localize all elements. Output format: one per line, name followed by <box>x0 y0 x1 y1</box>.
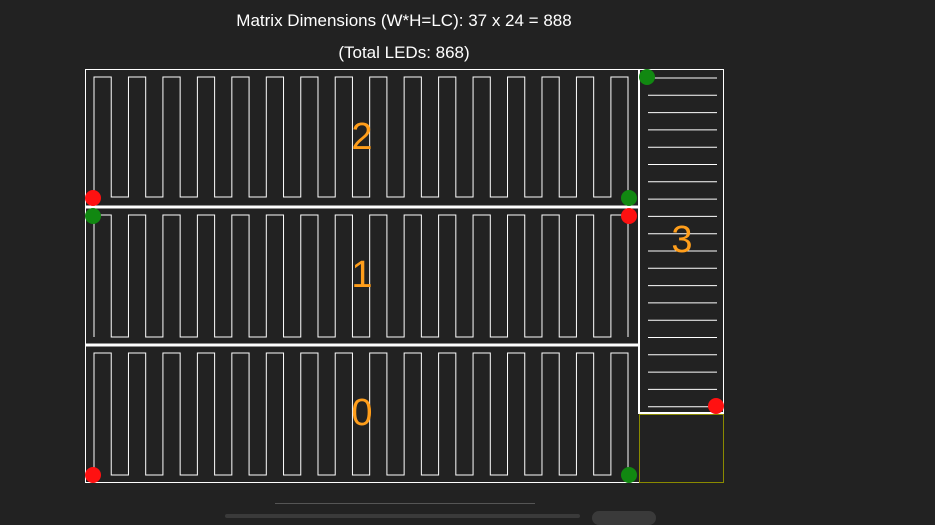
panel-1-start-marker <box>85 208 101 224</box>
matrix-dimensions-text: Matrix Dimensions (W*H=LC): 37 x 24 = 88… <box>236 11 572 30</box>
panel-0-start-marker <box>621 467 637 483</box>
panel-label-0: 0 <box>351 392 372 434</box>
panel-0-wiring <box>93 352 629 476</box>
unused-area <box>639 414 724 483</box>
matrix-frame <box>85 69 724 483</box>
panel-3-end-marker <box>708 398 724 414</box>
footer-input-bar[interactable] <box>225 514 580 518</box>
footer-button[interactable] <box>592 511 656 525</box>
footer-divider <box>275 503 535 504</box>
panel-2-start-marker <box>621 190 637 206</box>
panel-3-start-marker <box>639 69 655 85</box>
panel-1-wiring <box>93 214 629 338</box>
panel-2-end-marker <box>85 190 101 206</box>
panel-2-wiring <box>93 76 629 198</box>
total-leds-text: (Total LEDs: 868) <box>338 43 470 62</box>
panel-label-3: 3 <box>671 219 692 261</box>
panel-label-2: 2 <box>351 116 372 158</box>
panel-1-end-marker <box>621 208 637 224</box>
panel-0-end-marker <box>85 467 101 483</box>
panel-label-1: 1 <box>351 254 372 296</box>
